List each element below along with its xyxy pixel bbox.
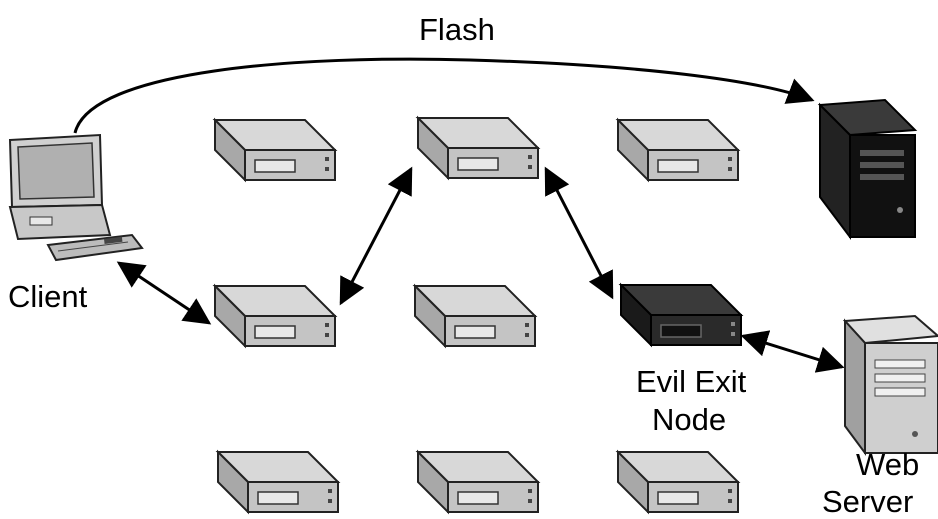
flash-connection-arrow (73, 57, 815, 134)
flash-label: Flash (419, 12, 495, 47)
web-server-label-line2: Server (822, 484, 913, 519)
exit-to-webserver-arrow (740, 330, 845, 373)
relay-node-icon (417, 451, 539, 513)
web-server-label-line1: Web (856, 447, 919, 482)
exit-node-label-line1: Evil Exit (636, 364, 747, 399)
relay-node-icon (214, 119, 336, 181)
entry-to-middle-arrow (339, 166, 413, 306)
client-to-entry-arrow (116, 261, 212, 325)
relay-node-icon (417, 117, 539, 179)
relay-node-icon (617, 119, 739, 181)
web-server-icon (842, 314, 938, 457)
client-label: Client (8, 279, 88, 314)
relay-node-icon (214, 285, 336, 347)
relay-node-icon (617, 451, 739, 513)
evil-exit-node-icon (620, 284, 742, 346)
middle-to-exit-arrow (544, 166, 614, 300)
relay-node-icon (217, 451, 339, 513)
relay-node-icon (414, 285, 536, 347)
exit-node-label-line2: Node (652, 402, 726, 437)
client-computer-icon (8, 133, 144, 262)
flash-server-icon (817, 98, 918, 240)
